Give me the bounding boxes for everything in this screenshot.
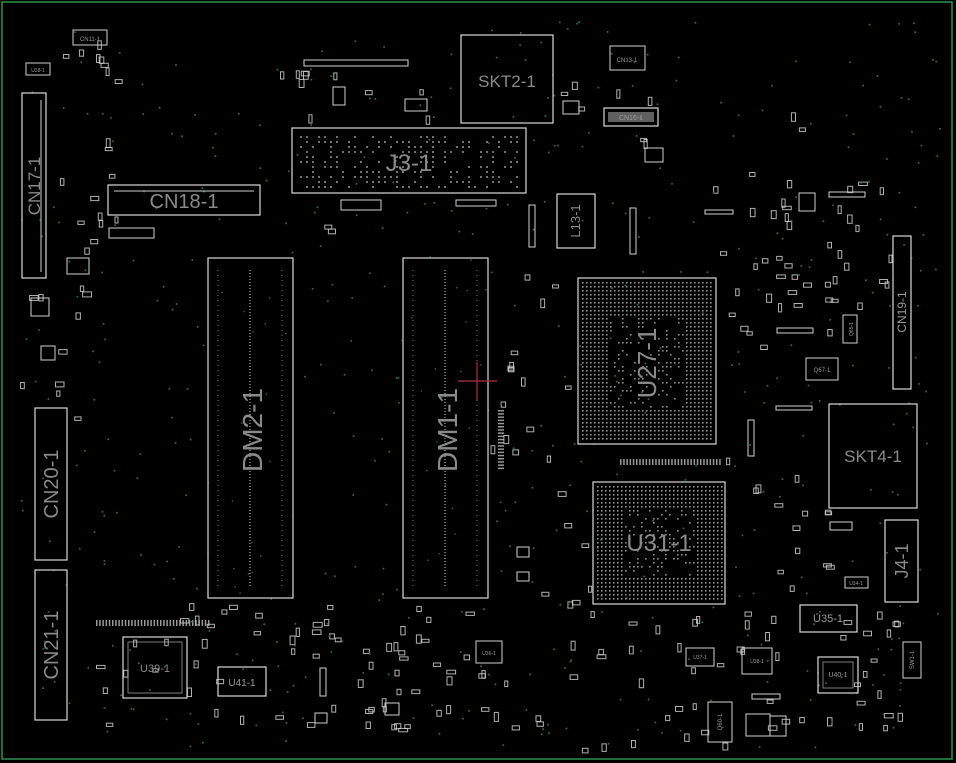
- svg-text:Q60-1: Q60-1: [718, 713, 724, 730]
- component-cn19[interactable]: CN19-1: [892, 235, 912, 390]
- component-cn13[interactable]: CN13-1: [609, 45, 646, 71]
- svg-text:U36-1: U36-1: [482, 651, 496, 657]
- component-u34[interactable]: U34-1: [844, 576, 869, 589]
- svg-text:CN21-1: CN21-1: [41, 611, 63, 680]
- component-cn16[interactable]: CN16-1: [603, 107, 659, 127]
- svg-text:SW1-1: SW1-1: [910, 650, 916, 669]
- component-u38[interactable]: U38-1: [25, 62, 51, 76]
- component-dm1[interactable]: DM1-1: [402, 257, 489, 599]
- svg-text:U35-1: U35-1: [813, 613, 843, 625]
- svg-text:CN18-1: CN18-1: [150, 191, 219, 213]
- svg-text:U38-1: U38-1: [31, 68, 45, 74]
- component-u37[interactable]: U37-1: [685, 647, 715, 667]
- component-q60[interactable]: Q60-1: [707, 701, 733, 743]
- svg-text:L13-1: L13-1: [568, 204, 583, 237]
- component-skt2[interactable]: SKT2-1: [460, 34, 554, 124]
- component-u35[interactable]: U35-1: [799, 604, 858, 633]
- component-u40[interactable]: U40-1: [817, 656, 859, 694]
- component-skt4[interactable]: SKT4-1: [828, 403, 918, 509]
- svg-text:CN11-1: CN11-1: [80, 37, 101, 43]
- component-q67[interactable]: Q67-1: [805, 357, 839, 381]
- component-j4[interactable]: J4-1: [884, 519, 919, 603]
- small-components: [20, 40, 903, 754]
- svg-text:U27-1: U27-1: [632, 328, 662, 399]
- component-cn11[interactable]: CN11-1: [72, 29, 108, 46]
- svg-text:U38-1: U38-1: [750, 659, 764, 665]
- svg-text:U41-1: U41-1: [228, 678, 256, 689]
- component-u39[interactable]: U39-1: [122, 636, 188, 699]
- svg-text:J4-1: J4-1: [892, 543, 912, 578]
- cursor-crosshair: [458, 362, 497, 400]
- svg-text:J3-1: J3-1: [386, 150, 433, 177]
- svg-text:CN20-1: CN20-1: [41, 450, 63, 519]
- svg-text:U40-1: U40-1: [828, 672, 847, 679]
- component-u36[interactable]: U36-1: [475, 640, 503, 664]
- svg-text:CN16-1: CN16-1: [619, 115, 643, 122]
- component-cn20[interactable]: CN20-1: [34, 407, 68, 561]
- component-sw1[interactable]: SW1-1: [902, 641, 922, 679]
- svg-text:U39-1: U39-1: [140, 663, 170, 675]
- component-cn21[interactable]: CN21-1: [34, 569, 68, 721]
- svg-text:DM1-1: DM1-1: [432, 388, 463, 472]
- svg-text:Q65-1: Q65-1: [849, 322, 855, 336]
- svg-text:U37-1: U37-1: [693, 655, 707, 661]
- component-cn17[interactable]: CN17-1: [21, 92, 47, 279]
- connector-strip-top: [303, 59, 409, 67]
- svg-text:U31-1: U31-1: [626, 530, 691, 557]
- component-u27[interactable]: U27-1: [577, 277, 717, 445]
- svg-text:Q67-1: Q67-1: [814, 368, 831, 374]
- misc-outlines: [30, 86, 866, 737]
- component-j3[interactable]: J3-1: [291, 127, 527, 194]
- component-dm2[interactable]: DM2-1: [207, 257, 294, 599]
- svg-text:CN17-1: CN17-1: [25, 157, 44, 216]
- component-q65[interactable]: Q65-1: [842, 314, 858, 344]
- svg-text:SKT4-1: SKT4-1: [844, 447, 902, 466]
- svg-text:CN19-1: CN19-1: [895, 291, 909, 333]
- vias: [20, 21, 941, 749]
- svg-text:U34-1: U34-1: [849, 581, 863, 587]
- component-cn18[interactable]: CN18-1: [107, 184, 261, 216]
- component-u41[interactable]: U41-1: [217, 666, 267, 697]
- svg-text:SKT2-1: SKT2-1: [478, 72, 536, 91]
- svg-text:DM2-1: DM2-1: [237, 388, 268, 472]
- component-l13[interactable]: L13-1: [556, 193, 596, 249]
- svg-text:CN13-1: CN13-1: [617, 58, 638, 64]
- component-u31[interactable]: U31-1: [592, 481, 726, 605]
- component-u38-bottom[interactable]: U38-1: [741, 647, 773, 675]
